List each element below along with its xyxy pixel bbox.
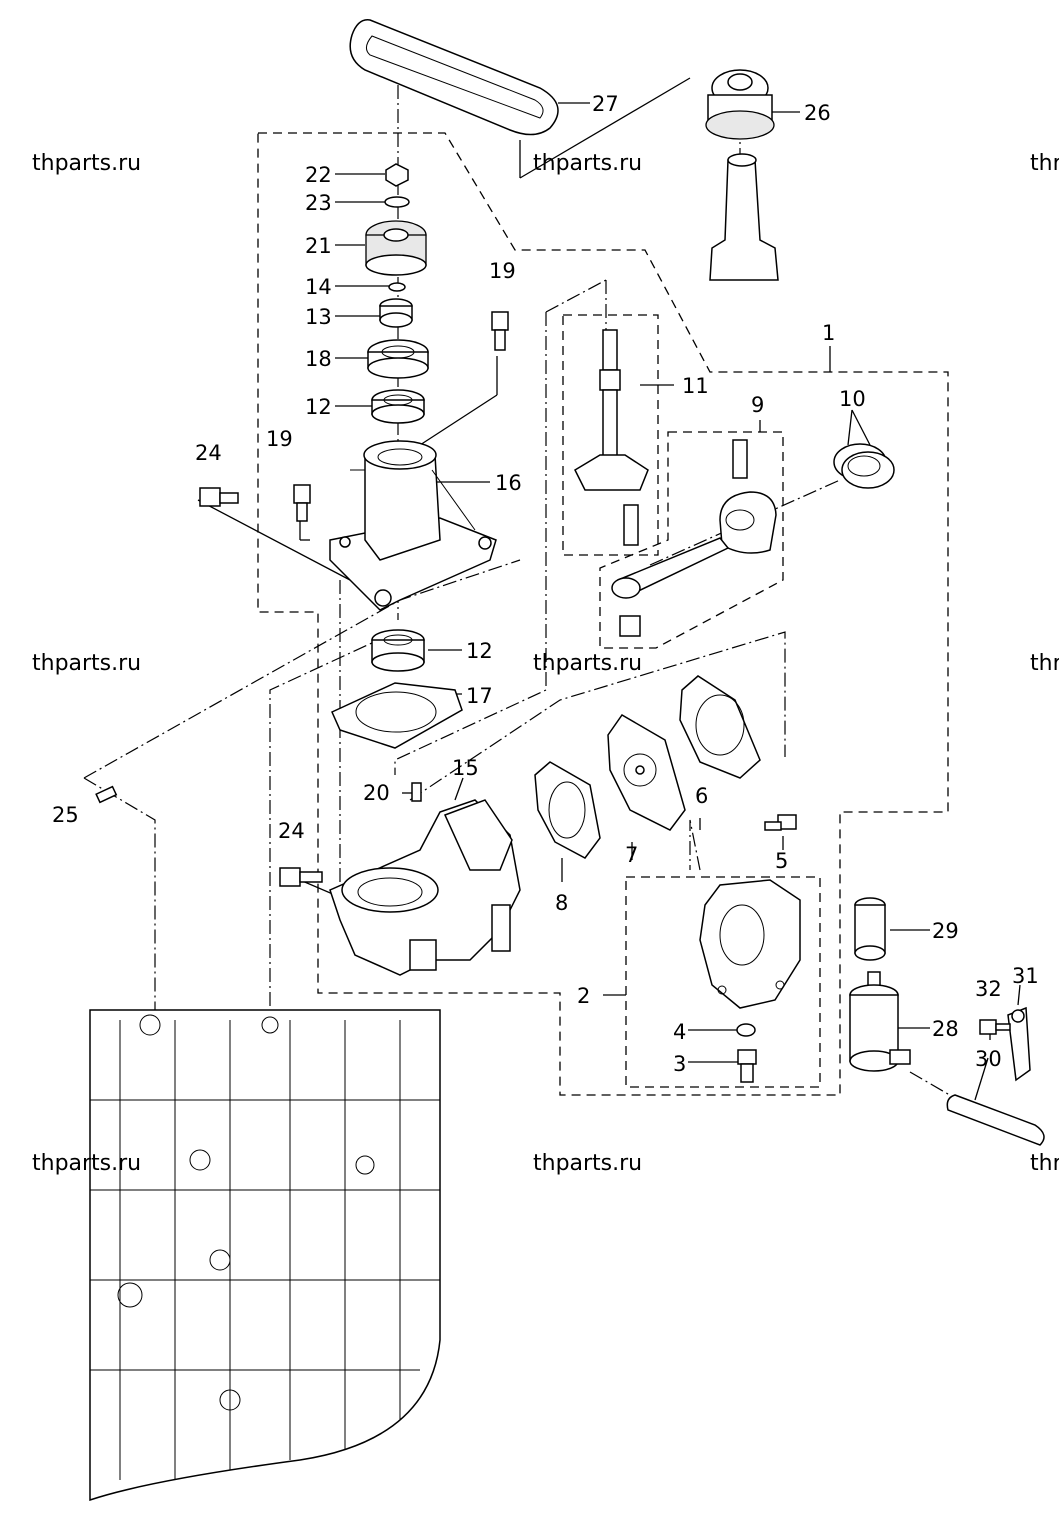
part-5-bolt — [764, 814, 797, 831]
callout-1: 1 — [822, 321, 835, 345]
part-24-bolt-upper — [199, 487, 239, 507]
watermark: thparts.ru — [533, 1151, 642, 1176]
callout-5: 5 — [775, 849, 788, 873]
part-31-clamp — [1007, 1006, 1031, 1082]
watermark: thparts.ru — [32, 1151, 141, 1176]
part-21-gear — [365, 220, 427, 276]
part-16-housing — [329, 440, 497, 611]
callout-19: 19 — [489, 259, 516, 283]
part-11-crankshaft — [574, 329, 649, 546]
callout-14: 14 — [305, 275, 332, 299]
part-19-bolt-lower — [293, 484, 311, 522]
callout-25: 25 — [52, 803, 79, 827]
callout-23: 23 — [305, 191, 332, 215]
callout-2: 2 — [577, 984, 590, 1008]
callout-8: 8 — [555, 891, 568, 915]
part-13-collar — [379, 298, 413, 328]
callout-3: 3 — [673, 1052, 686, 1076]
callout-12: 12 — [305, 395, 332, 419]
part-32-screw — [979, 1019, 1011, 1035]
callout-11: 11 — [682, 374, 709, 398]
part-7-diaphragm — [607, 714, 686, 831]
leader-lines — [197, 77, 1021, 1101]
callout-31: 31 — [1012, 964, 1039, 988]
part-6-cover — [679, 675, 761, 779]
part-26-pulley — [705, 69, 775, 140]
callout-13: 13 — [305, 305, 332, 329]
part-10-piston-rings — [833, 443, 895, 489]
part-12-bearing-upper — [371, 389, 425, 424]
watermark: thr — [1030, 151, 1059, 176]
callout-17: 17 — [466, 684, 493, 708]
watermarks: thparts.ru thparts.ru thparts.ru thparts… — [32, 151, 1059, 1176]
callout-28: 28 — [932, 1017, 959, 1041]
part-17-gasket — [331, 682, 463, 749]
callout-12-lower: 12 — [466, 639, 493, 663]
part-22-nut — [385, 163, 409, 187]
watermark: thparts.ru — [32, 151, 141, 176]
callout-19-lower: 19 — [266, 427, 293, 451]
part-9-piston-assembly — [611, 439, 777, 637]
callout-22: 22 — [305, 163, 332, 187]
watermark: thparts.ru — [32, 651, 141, 676]
part-18-oil-seal — [367, 339, 429, 379]
part-20-pin — [411, 782, 422, 802]
callout-26: 26 — [804, 101, 831, 125]
part-28-filter — [849, 971, 911, 1072]
part-25-dowel — [95, 785, 118, 804]
callout-27: 27 — [592, 92, 619, 116]
callout-21: 21 — [305, 234, 332, 258]
callout-6: 6 — [695, 784, 708, 808]
watermark: thr — [1030, 1151, 1059, 1176]
callout-4: 4 — [673, 1020, 686, 1044]
callout-29: 29 — [932, 919, 959, 943]
watermark: thparts.ru — [533, 151, 642, 176]
part-8-gasket — [534, 761, 601, 859]
assembly-boundaries — [257, 132, 949, 1096]
part-19-bolt-upper — [491, 311, 509, 351]
watermark: thparts.ru — [533, 651, 642, 676]
callout-16: 16 — [495, 471, 522, 495]
callout-10: 10 — [839, 387, 866, 411]
crankshaft-end — [709, 153, 779, 281]
callout-20: 20 — [363, 781, 390, 805]
part-14-clip — [388, 282, 406, 292]
part-3-fitting — [737, 1049, 757, 1083]
callout-15: 15 — [452, 756, 479, 780]
part-29-sleeve — [854, 897, 886, 961]
callout-18: 18 — [305, 347, 332, 371]
part-30-hose — [946, 1094, 1045, 1146]
part-2-pump-cover — [699, 879, 801, 1009]
part-12-bearing-lower — [371, 629, 425, 672]
callout-7: 7 — [625, 843, 638, 867]
part-23-washer — [384, 196, 410, 208]
callout-9: 9 — [751, 393, 764, 417]
part-27-timing-belt — [349, 19, 559, 136]
part-callouts: 1 2 3 4 5 6 7 8 9 10 11 12 12 13 14 15 1… — [52, 92, 1039, 1076]
callout-24-lower: 24 — [278, 819, 305, 843]
part-24-bolt-lower — [279, 867, 323, 887]
callout-24: 24 — [195, 441, 222, 465]
part-15-pump-body — [329, 799, 521, 976]
watermark: thr — [1030, 651, 1059, 676]
engine-block — [89, 1009, 441, 1502]
callout-32: 32 — [975, 977, 1002, 1001]
part-4-washer — [736, 1023, 756, 1037]
callout-30: 30 — [975, 1047, 1002, 1071]
